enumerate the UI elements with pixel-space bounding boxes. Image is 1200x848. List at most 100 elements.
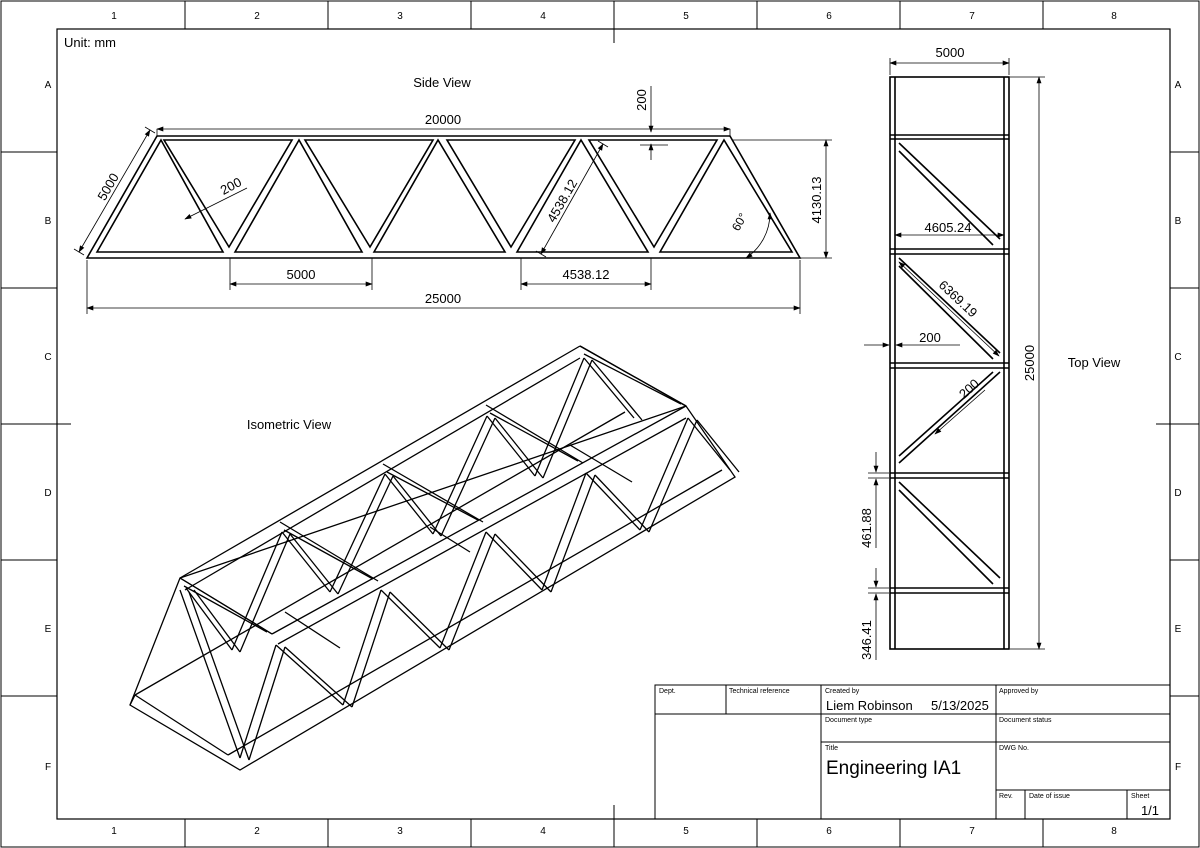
dim-top-span: 20000 — [425, 112, 461, 127]
sheet-number: 1/1 — [1141, 803, 1159, 818]
iso-floor-member — [284, 611, 341, 649]
border-col-label: 7 — [969, 11, 975, 22]
dim-member: 200 — [919, 330, 941, 345]
iso-near-diagonal — [550, 474, 596, 593]
border-row-label: A — [1175, 80, 1182, 91]
iso-bottom-inner — [227, 469, 723, 756]
dim-top-length: 25000 — [1022, 345, 1037, 381]
iso-top-crossmember — [183, 585, 268, 633]
title-label: Title — [825, 745, 838, 752]
iso-far-diagonal — [384, 473, 434, 535]
iso-near-diagonal — [239, 644, 277, 759]
iso-far-diagonal — [392, 475, 442, 537]
iso-floor-member — [134, 694, 229, 756]
created-date: 5/13/2025 — [931, 698, 989, 713]
iso-near-diagonal — [439, 531, 487, 649]
side-inner-triangle — [95, 138, 225, 253]
border-col-label: 6 — [826, 826, 832, 837]
iso-far-diagonal — [591, 359, 643, 421]
side-truss-outline — [85, 135, 802, 259]
top-dimensions — [864, 58, 1045, 660]
border-row-label: F — [1175, 762, 1181, 773]
iso-view-title: Isometric View — [247, 417, 332, 432]
side-inner-triangle — [587, 139, 719, 249]
border-row-label: A — [45, 80, 52, 91]
iso-near-diagonal — [342, 589, 382, 706]
iso-near-diagonal — [389, 591, 450, 651]
side-inner-triangle — [515, 138, 650, 253]
iso-far-diagonal — [337, 475, 394, 595]
sheet-label: Sheet — [1131, 793, 1149, 800]
border-row-label: C — [1174, 352, 1181, 363]
dim-member-width: 200 — [218, 174, 244, 197]
isometric-view: Isometric View — [129, 345, 740, 771]
rev-label: Rev. — [999, 793, 1013, 800]
docstatus-label: Document status — [999, 717, 1052, 724]
iso-near-diagonal — [284, 646, 353, 708]
iso-near-diagonal — [494, 533, 552, 593]
iso-near-diagonal — [639, 417, 689, 531]
created-by: Liem Robinson — [826, 698, 913, 713]
dim-height: 4130.13 — [809, 177, 824, 224]
border-col-label: 4 — [540, 11, 546, 22]
iso-near-diagonal — [448, 533, 496, 651]
border-col-label: 2 — [254, 11, 260, 22]
iso-top-crossmember — [382, 463, 484, 523]
side-inner-triangle — [162, 139, 294, 249]
dim-chord-offset: 200 — [634, 89, 649, 111]
border-row-label: F — [45, 762, 51, 773]
iso-top-crossmember — [279, 521, 379, 582]
border-row-label: E — [1175, 624, 1182, 635]
border-col-label: 5 — [683, 826, 689, 837]
top-view-outline — [889, 76, 1010, 650]
side-inner-triangle — [372, 138, 507, 253]
border-row-label: B — [45, 216, 52, 227]
side-inner-triangle — [445, 139, 577, 249]
iso-far-diagonal — [239, 533, 291, 653]
side-inner-triangle — [233, 138, 364, 253]
side-dimensions — [73, 86, 832, 314]
top-view-title: Top View — [1068, 355, 1121, 370]
iso-far-diagonal — [329, 473, 386, 593]
doctype-label: Document type — [825, 717, 872, 724]
side-outer-outline — [85, 135, 802, 259]
iso-top-crossmember — [583, 353, 682, 405]
iso-top-crossmember — [179, 577, 273, 635]
border-col-label: 7 — [969, 826, 975, 837]
dim-slant: 5000 — [94, 170, 121, 203]
approved-label: Approved by — [999, 688, 1039, 695]
border-col-label: 3 — [397, 11, 403, 22]
iso-floor-member — [569, 444, 633, 483]
iso-end-edge — [129, 694, 136, 706]
unit-label: Unit: mm — [64, 35, 116, 50]
iso-top-crossmember — [485, 404, 584, 464]
iso-top-crossmember — [283, 529, 374, 580]
iso-near-diagonal — [648, 419, 698, 533]
iso-near-diagonal — [696, 419, 740, 473]
iso-far-diagonal — [289, 533, 339, 595]
date-issue-label: Date of issue — [1029, 793, 1070, 800]
dim-bay-gap: 461.88 — [859, 508, 874, 548]
iso-floor-member — [429, 526, 471, 553]
iso-far-diagonal — [193, 589, 241, 653]
side-inner-triangle — [303, 139, 435, 249]
iso-near-diagonal — [380, 589, 441, 649]
iso-top-crossmember — [386, 471, 479, 521]
iso-far-diagonal — [185, 587, 233, 651]
border-row-label: D — [44, 488, 51, 499]
iso-far-diagonal — [281, 531, 331, 593]
dim-cross-inner: 4605.24 — [925, 220, 972, 235]
iso-far-diagonal — [440, 417, 496, 537]
border-col-label: 4 — [540, 826, 546, 837]
border-col-label: 1 — [111, 11, 117, 22]
iso-near-diagonal — [594, 474, 650, 533]
created-label: Created by — [825, 688, 860, 695]
iso-near-side-outline — [129, 405, 736, 771]
dept-label: Dept. — [659, 688, 676, 695]
iso-top-chord — [179, 345, 581, 579]
dim-angle: 60° — [729, 210, 750, 233]
drawing-title: Engineering IA1 — [826, 758, 961, 779]
border-row-label: B — [1175, 216, 1182, 227]
iso-near-diagonal — [275, 644, 344, 706]
